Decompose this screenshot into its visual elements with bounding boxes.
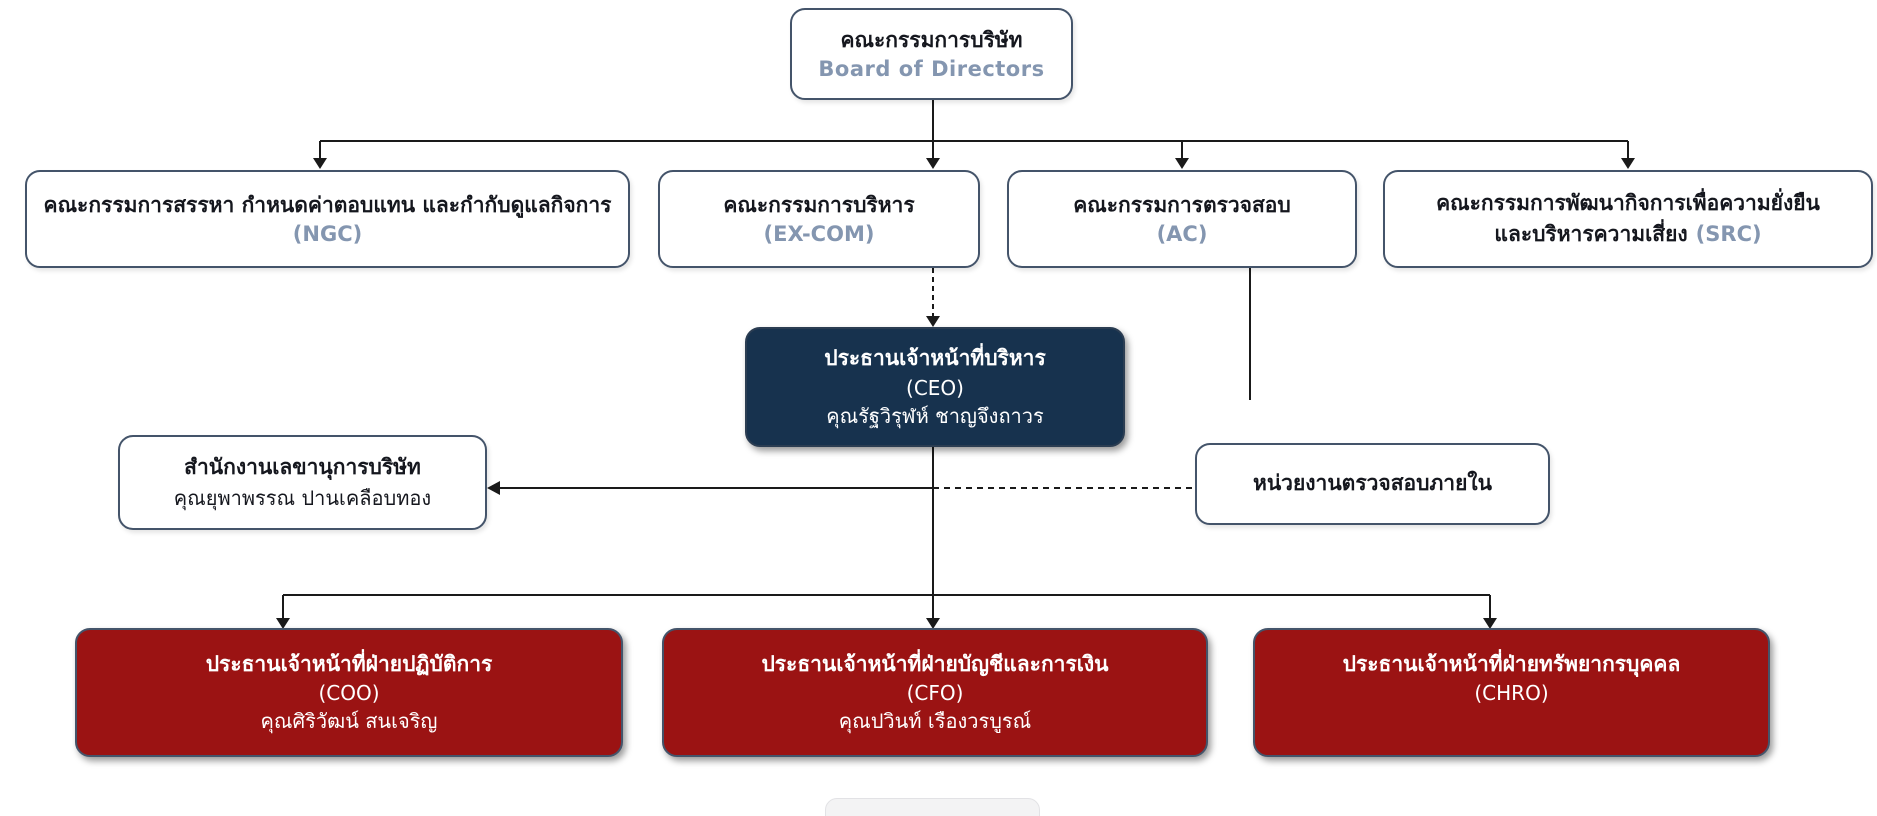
cfo-abbr: (CFO) [906,681,964,706]
excom-abbr: (EX-COM) [763,222,875,247]
src-title-line1: คณะกรรมการพัฒนากิจการเพื่อความยั่งยืน [1436,190,1820,215]
board-title: คณะกรรมการบริษัท [840,27,1023,52]
internal-audit-title: หน่วยงานตรวจสอบภายใน [1252,471,1493,496]
arrowhead-ceo [926,316,940,327]
secretary-name: คุณยุพาพรรณ ปานเคลือบทอง [173,486,432,511]
coo-title: ประธานเจ้าหน้าที่ฝ่ายปฏิบัติการ [205,651,493,676]
src-committee-box: คณะกรรมการพัฒนากิจการเพื่อความยั่งยืน แล… [1383,170,1873,268]
coo-box: ประธานเจ้าหน้าที่ฝ่ายปฏิบัติการ (COO) คุ… [75,628,623,757]
ac-abbr: (AC) [1156,222,1208,247]
arrowhead-ac [1175,158,1189,169]
coo-abbr: (COO) [318,681,380,706]
ceo-box: ประธานเจ้าหน้าที่บริหาร (CEO) คุณรัฐวิรุ… [745,327,1125,447]
arrowhead-src [1621,158,1635,169]
ac-title: คณะกรรมการตรวจสอบ [1073,192,1291,217]
audit-committee-box: คณะกรรมการตรวจสอบ (AC) [1007,170,1357,268]
secretary-office-box: สำนักงานเลขานุการบริษัท คุณยุพาพรรณ ปานเ… [118,435,487,530]
arrowhead-excom [926,158,940,169]
chro-abbr: (CHRO) [1474,681,1549,706]
excom-committee-box: คณะกรรมการบริหาร (EX-COM) [658,170,980,268]
secretary-title: สำนักงานเลขานุการบริษัท [184,454,421,479]
ceo-abbr: (CEO) [906,375,964,400]
src-title-line2-wrap: และบริหารความเสี่ยง (SRC) [1494,219,1761,251]
board-of-directors-box: คณะกรรมการบริษัท Board of Directors [790,8,1073,100]
ceo-title: ประธานเจ้าหน้าที่บริหาร [824,346,1046,371]
coo-name: คุณศิริวัฒน์ สนเจริญ [260,709,438,734]
src-title-line2: และบริหารความเสี่ยง [1494,222,1688,246]
cfo-title: ประธานเจ้าหน้าที่ฝ่ายบัญชีและการเงิน [761,651,1109,676]
excom-title: คณะกรรมการบริหาร [723,192,915,217]
ngc-committee-box: คณะกรรมการสรรหา กำหนดค่าตอบแทน และกำกับด… [25,170,630,268]
arrowhead-coo [276,618,290,629]
ceo-name: คุณรัฐวิรุฬห์ ชาญจึงถาวร [826,403,1044,428]
arrowhead-cfo [926,618,940,629]
ngc-abbr: (NGC) [292,222,363,247]
src-abbr: (SRC) [1695,222,1762,246]
arrowhead-chro [1483,618,1497,629]
arrowhead-ngc [313,158,327,169]
cfo-box: ประธานเจ้าหน้าที่ฝ่ายบัญชีและการเงิน (CF… [662,628,1208,757]
chro-box: ประธานเจ้าหน้าที่ฝ่ายทรัพยากรบุคคล (CHRO… [1253,628,1770,757]
cutoff-box [825,798,1040,816]
internal-audit-box: หน่วยงานตรวจสอบภายใน [1195,443,1550,525]
chro-title: ประธานเจ้าหน้าที่ฝ่ายทรัพยากรบุคคล [1342,651,1681,676]
ngc-title: คณะกรรมการสรรหา กำหนดค่าตอบแทน และกำกับด… [43,192,612,217]
board-subtitle: Board of Directors [818,57,1045,82]
cfo-name: คุณปวินท์ เรืองวรบูรณ์ [838,709,1032,734]
arrowhead-secretary [487,481,500,495]
